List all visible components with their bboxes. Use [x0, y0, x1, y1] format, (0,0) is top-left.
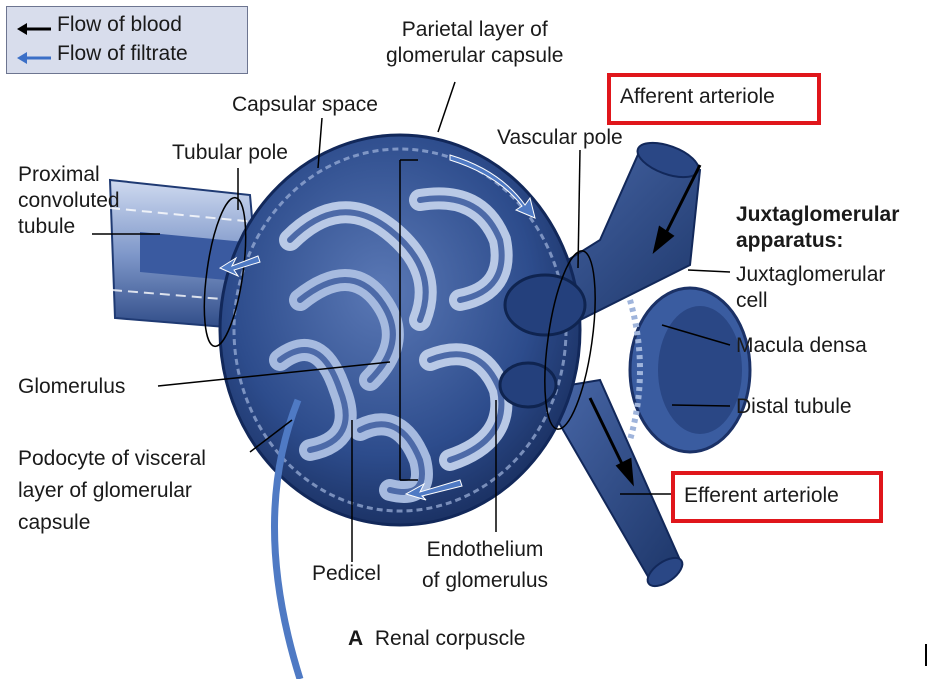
legend-filtrate-label: Flow of filtrate [57, 42, 188, 65]
pedicel-label: Pedicel [312, 561, 381, 587]
macula-densa-label: Macula densa [736, 333, 867, 359]
distal-tubule-label: Distal tubule [736, 394, 852, 420]
caption-text: Renal corpuscle [375, 627, 526, 650]
legend-blood-label: Flow of blood [57, 13, 182, 36]
figure-caption: A Renal corpuscle [348, 627, 525, 651]
endothelium-label: Endothelium of glomerulus [422, 534, 548, 596]
filtrate-arrow-icon [17, 47, 51, 61]
podocyte-label: Podocyte of visceral layer of glomerular… [18, 443, 206, 539]
tubular-pole-label: Tubular pole [172, 140, 288, 166]
juxtaglomerular-cell-label: Juxtaglomerular cell [736, 262, 885, 314]
afferent-highlight-box: Afferent arteriole [607, 73, 821, 125]
afferent-label: Afferent arteriole [620, 84, 775, 110]
efferent-label: Efferent arteriole [684, 483, 839, 509]
efferent-highlight-box: Efferent arteriole [671, 471, 883, 523]
caption-letter: A [348, 627, 363, 650]
glomerulus-label: Glomerulus [18, 374, 125, 400]
proximal-tubule-label: Proximal convoluted tubule [18, 162, 120, 240]
legend-blood: Flow of blood [17, 13, 182, 37]
legend-filtrate: Flow of filtrate [17, 42, 188, 66]
distal-tubule-shape [630, 288, 750, 452]
parietal-label: Parietal layer of glomerular capsule [386, 17, 563, 69]
blood-arrow-icon [17, 18, 51, 32]
juxtaglomerular-heading: Juxtaglomerular apparatus: [736, 202, 899, 254]
capsular-space-label: Capsular space [232, 92, 378, 118]
legend: Flow of blood Flow of filtrate [6, 6, 248, 74]
vascular-pole-label: Vascular pole [497, 125, 623, 151]
